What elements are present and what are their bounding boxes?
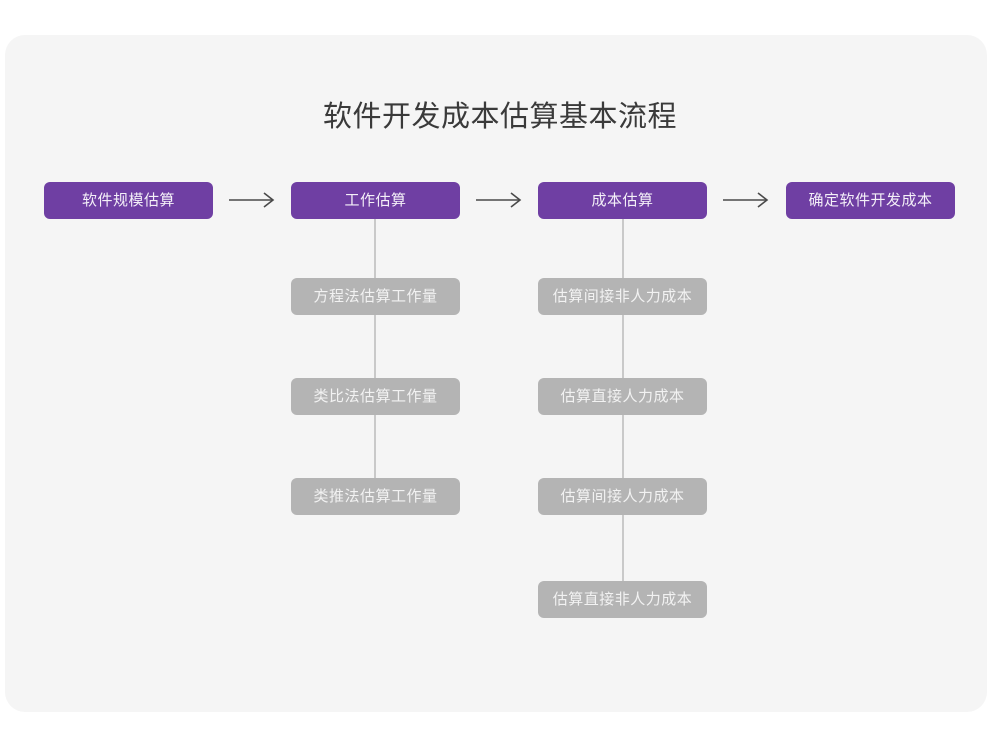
flow-step-work-estimation[interactable]: 工作估算 xyxy=(291,182,460,219)
branch-node-label: 估算直接人力成本 xyxy=(560,388,685,405)
branch-node-label: 类推法估算工作量 xyxy=(313,488,438,505)
flow-step-cost-estimation[interactable]: 成本估算 xyxy=(538,182,707,219)
flow-step-determine-development-cost[interactable]: 确定软件开发成本 xyxy=(786,182,955,219)
flow-arrow-1 xyxy=(228,190,278,210)
flow-step-label: 确定软件开发成本 xyxy=(808,192,933,209)
branch-node-cost-2[interactable]: 估算直接人力成本 xyxy=(538,378,707,415)
flow-arrow-2 xyxy=(475,190,525,210)
branch-node-label: 估算间接人力成本 xyxy=(560,488,685,505)
branch-node-label: 方程法估算工作量 xyxy=(313,288,438,305)
diagram-card xyxy=(5,35,987,712)
branch-node-work-3[interactable]: 类推法估算工作量 xyxy=(291,478,460,515)
branch-node-work-1[interactable]: 方程法估算工作量 xyxy=(291,278,460,315)
connector-line-work-branch xyxy=(374,218,376,498)
page-title: 软件开发成本估算基本流程 xyxy=(322,101,677,133)
branch-node-cost-4[interactable]: 估算直接非人力成本 xyxy=(538,581,707,618)
branch-node-label: 估算间接非人力成本 xyxy=(552,288,693,305)
flow-arrow-3 xyxy=(722,190,772,210)
branch-node-cost-3[interactable]: 估算间接人力成本 xyxy=(538,478,707,515)
branch-node-label: 估算直接非人力成本 xyxy=(552,591,693,608)
branch-node-cost-1[interactable]: 估算间接非人力成本 xyxy=(538,278,707,315)
flow-step-label: 工作估算 xyxy=(344,192,407,209)
flow-step-label: 成本估算 xyxy=(591,192,654,209)
flow-step-software-scale-estimation[interactable]: 软件规模估算 xyxy=(44,182,213,219)
branch-node-label: 类比法估算工作量 xyxy=(313,388,438,405)
flow-step-label: 软件规模估算 xyxy=(81,192,175,209)
branch-node-work-2[interactable]: 类比法估算工作量 xyxy=(291,378,460,415)
